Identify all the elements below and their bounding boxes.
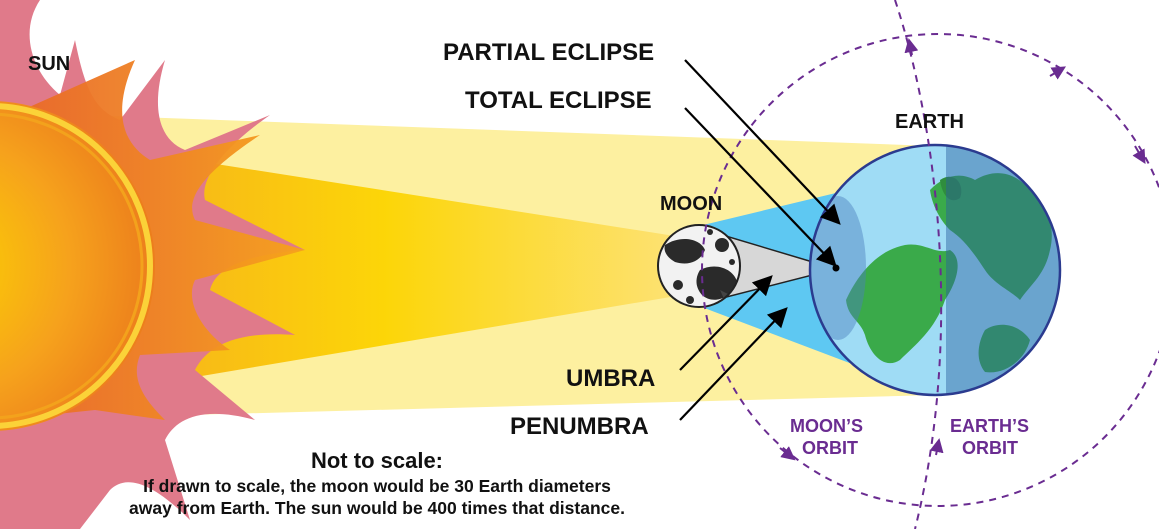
earths-orbit-label-line1: EARTH’S	[950, 416, 1029, 436]
moons-orbit-label-line1: MOON’S	[790, 416, 863, 436]
moon-label: MOON	[660, 193, 722, 215]
moon	[657, 224, 741, 308]
note-line1: If drawn to scale, the moon would be 30 …	[143, 476, 611, 496]
total-eclipse-label: TOTAL ECLIPSE	[465, 87, 652, 114]
partial-eclipse-pointer	[684, 59, 841, 225]
penumbra-pointer	[679, 307, 788, 421]
moons-orbit	[701, 33, 1159, 507]
earth	[808, 143, 1062, 397]
earths-orbit-label-line2: ORBIT	[962, 438, 1018, 458]
earth-label: EARTH	[895, 111, 964, 133]
note-line2: away from Earth. The sun would be 400 ti…	[129, 498, 625, 518]
earths-orbit	[894, 0, 944, 529]
sun-label: SUN	[28, 53, 70, 75]
partial-eclipse-label: PARTIAL ECLIPSE	[443, 39, 654, 66]
umbra-pointer	[679, 275, 773, 371]
penumbra-label: PENUMBRA	[510, 413, 649, 440]
moons-orbit-label-line2: ORBIT	[802, 438, 858, 458]
note-title: Not to scale:	[311, 448, 443, 473]
total-eclipse-pointer	[684, 107, 837, 267]
umbra-label: UMBRA	[566, 365, 655, 392]
sun-rim	[0, 103, 153, 429]
